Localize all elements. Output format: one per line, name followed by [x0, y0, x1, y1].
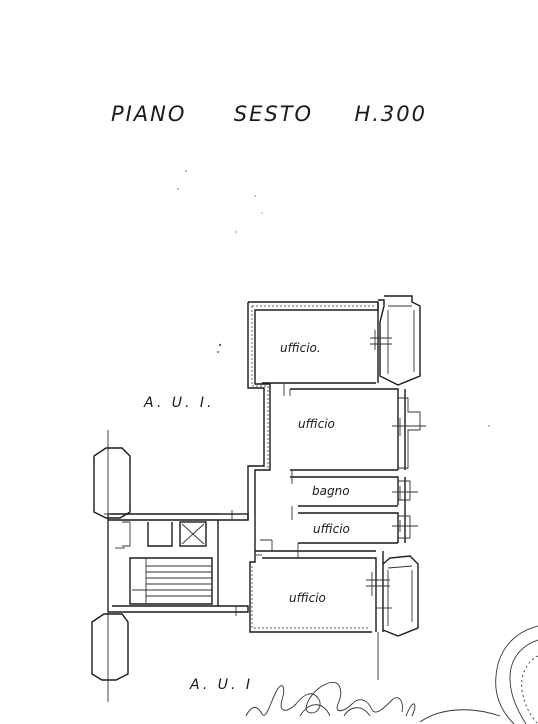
title-word-height: H.300: [354, 102, 428, 126]
window-marks: [366, 330, 426, 609]
aui-label-upper: A. U. I.: [143, 395, 214, 411]
building-walls: [247, 301, 406, 633]
room-label-bathroom: bagno: [312, 484, 350, 498]
room-label-office-2: ufficio: [298, 417, 335, 431]
room-label-office-3: ufficio: [313, 522, 350, 536]
aui-label-lower: A. U. I: [189, 677, 253, 693]
scan-specks: [177, 170, 490, 427]
room-labels: ufficio. ufficio bagno ufficio ufficio: [280, 341, 350, 605]
stairwell: [107, 510, 249, 616]
room-label-office-1: ufficio.: [280, 341, 321, 355]
title-word-sixth: SESTO: [233, 102, 314, 126]
plan-title: PIANO SESTO H.300: [0, 102, 538, 126]
neighbour-outlines: [91, 430, 379, 702]
elevator-shaft: [179, 521, 207, 547]
stamp: [495, 625, 538, 724]
balconies: [378, 295, 421, 637]
title-word-floor: PIANO: [110, 102, 187, 126]
inner-dashed-lines: [251, 305, 374, 629]
signature: [245, 682, 501, 723]
room-label-office-4: ufficio: [289, 591, 326, 605]
